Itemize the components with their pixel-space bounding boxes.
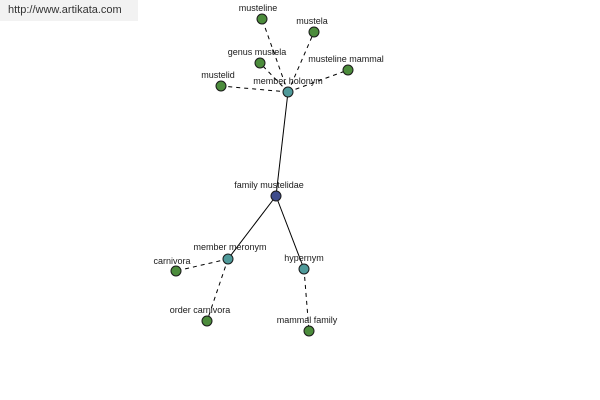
- edge-member-holonym-to-musteline: [261, 18, 289, 93]
- graph-nodes: [170, 13, 354, 337]
- node-mustelid[interactable]: [215, 80, 227, 92]
- node-member-meronym[interactable]: [222, 253, 234, 265]
- node-musteline[interactable]: [256, 13, 268, 25]
- edge-member-holonym-to-mustelid: [220, 85, 289, 93]
- edge-member-holonym-to-musteline-mammal: [287, 69, 349, 93]
- node-musteline-mammal[interactable]: [342, 64, 354, 76]
- node-label-order-carnivora: order carnivora: [170, 305, 231, 315]
- node-label-musteline-mammal: musteline mammal: [308, 54, 384, 64]
- edge-member-meronym-to-carnivora: [175, 258, 229, 272]
- node-label-hypernym: hypernym: [284, 253, 324, 263]
- edge-family-mustelidae-to-member-holonym: [275, 91, 289, 197]
- node-member-holonym[interactable]: [282, 86, 294, 98]
- node-label-family-mustelidae: family mustelidae: [234, 180, 304, 190]
- node-mammal-family[interactable]: [303, 325, 315, 337]
- node-family-mustelidae[interactable]: [270, 190, 282, 202]
- node-label-member-meronym: member meronym: [193, 242, 266, 252]
- edge-member-holonym-to-mustela: [287, 31, 315, 93]
- node-label-genus-mustela: genus mustela: [228, 47, 287, 57]
- node-hypernym[interactable]: [298, 263, 310, 275]
- graph-edges: [175, 18, 349, 332]
- node-label-mammal-family: mammal family: [277, 315, 338, 325]
- node-order-carnivora[interactable]: [201, 315, 213, 327]
- edge-member-meronym-to-order-carnivora: [206, 258, 229, 322]
- edge-hypernym-to-mammal-family: [303, 268, 310, 332]
- url-watermark: http://www.artikata.com: [0, 0, 138, 21]
- edge-family-mustelidae-to-member-meronym: [227, 195, 277, 260]
- node-label-member-holonym: member holonym: [253, 76, 323, 86]
- graph-labels: family mustelidae member holonym member me…: [153, 3, 383, 325]
- node-label-mustelid: mustelid: [201, 70, 235, 80]
- node-label-mustela: mustela: [296, 16, 328, 26]
- node-mustela[interactable]: [308, 26, 320, 38]
- edge-member-holonym-to-genus-mustela: [259, 62, 289, 93]
- node-genus-mustela[interactable]: [254, 57, 266, 69]
- node-carnivora[interactable]: [170, 265, 182, 277]
- node-label-musteline: musteline: [239, 3, 278, 13]
- edge-family-mustelidae-to-hypernym: [275, 195, 305, 270]
- node-label-carnivora: carnivora: [153, 256, 190, 266]
